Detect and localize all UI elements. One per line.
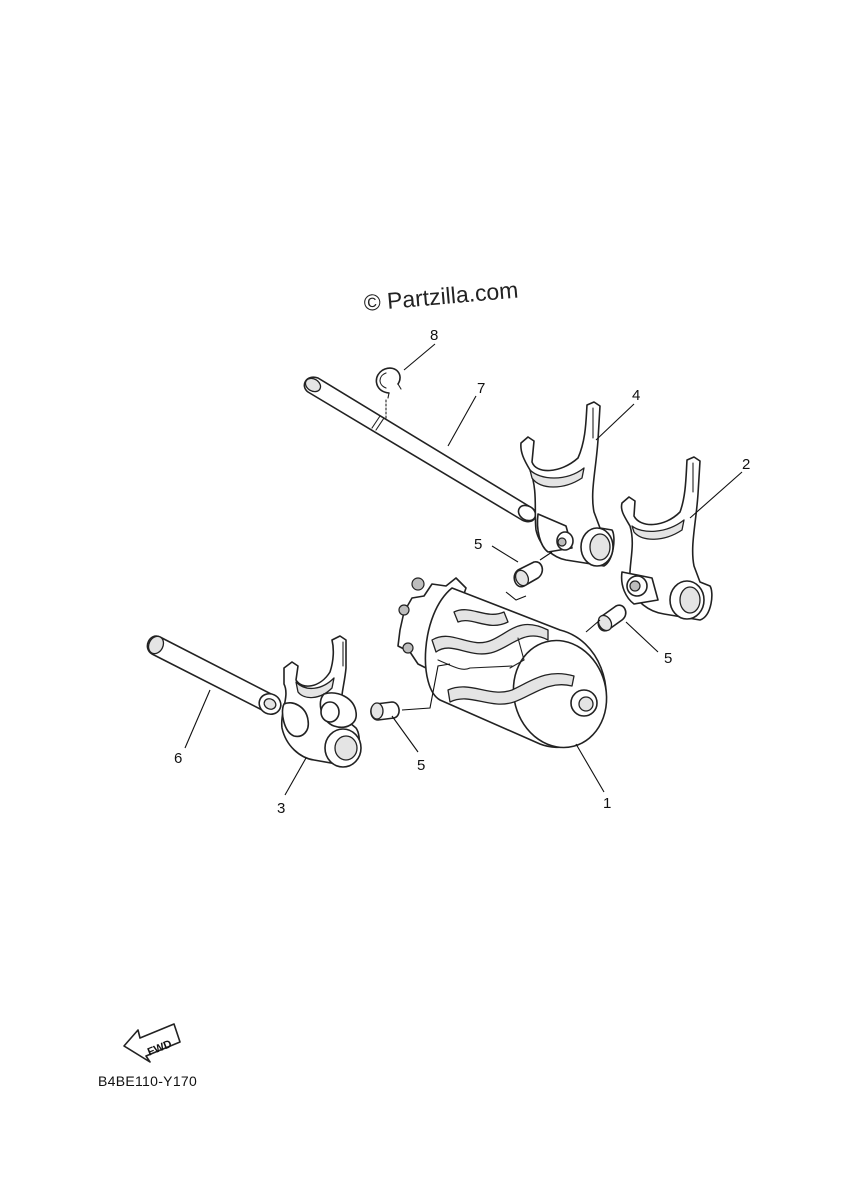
shift-fork-part-4[interactable] [520,401,615,567]
callout-3: 3 [277,800,285,817]
shift-fork-part-2[interactable] [620,456,713,621]
callout-5-upper: 5 [474,536,482,553]
callout-2: 2 [742,456,750,473]
shift-fork-part-3[interactable] [280,635,362,768]
callout-5-left: 5 [417,757,425,774]
guide-pin-part-5-right[interactable] [596,604,627,633]
watermark-text: © Partzilla.com [363,277,520,316]
callout-6: 6 [174,750,182,767]
guide-pin-part-5-left[interactable] [370,701,400,721]
shift-fork-shaft-part-7[interactable] [303,376,538,524]
diagram-code: B4BE110-Y170 [98,1073,197,1089]
guide-pin-part-5-upper[interactable] [513,561,544,588]
callout-8: 8 [430,327,438,344]
shift-drum-part-1[interactable] [397,577,618,758]
callout-1: 1 [603,795,611,812]
callout-4: 4 [632,387,640,404]
callout-5-right: 5 [664,650,672,667]
callout-7: 7 [477,380,485,397]
circlip-part-8[interactable] [375,367,402,419]
fwd-arrow-icon: FWD [123,1023,181,1063]
shift-fork-shaft-part-6[interactable] [146,634,285,718]
leader-lines [184,343,743,796]
